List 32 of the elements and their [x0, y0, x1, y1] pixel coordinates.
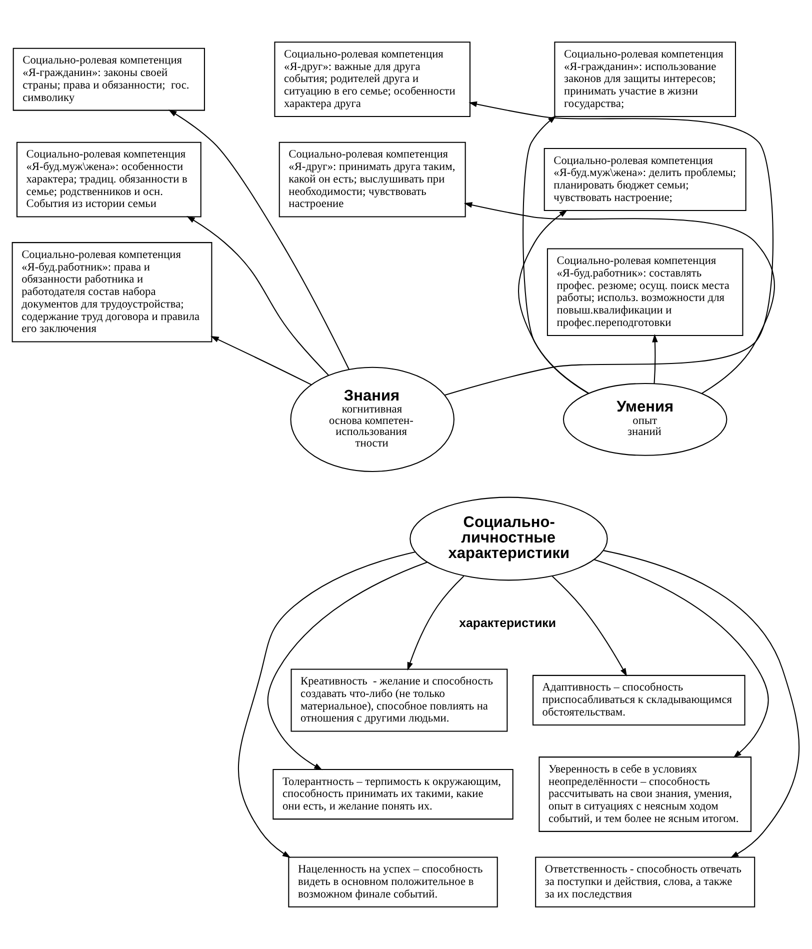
- node-box: Креативность - желание и способность создавать что-либо (не только материальное), способное повлиять на отношения с другими людьми.: [290, 668, 508, 732]
- arrow: [210, 336, 312, 386]
- arrow: [186, 216, 329, 376]
- node-box: Социально-ролевая компетенция «Я-друг»: принимать друга таким, какой он есть; выслушивать при необходимости; чувствовать настроение: [278, 142, 466, 218]
- node-ellipse: Социально- личностные характеристики: [410, 496, 608, 581]
- node-box: Социально-ролевая компетенция «Я-друг»: важные для друга события; родителей друга и ситуацию в его семье; особенности характера друга: [274, 42, 470, 118]
- node-ellipse: Знания когнитивная основа компетен- использования тности: [290, 366, 454, 472]
- node-box: Адаптивность – способность приспосабливаться к складывающимся обстоятельствам.: [532, 674, 746, 726]
- arrow: [604, 550, 800, 858]
- label: характеристики: [459, 616, 556, 630]
- arrow: [444, 101, 774, 396]
- node-box: Толерантность – терпимость к окружающим, способность принимать их такими, какие они есть, и желание понять их.: [272, 768, 514, 820]
- node-box: Нацеленность на успех – способность видеть в основном положительное в возможном финале событий.: [288, 856, 498, 908]
- node-box: Социально-ролевая компетенция «Я-буд.муж\жена»: особенности характера; традиц. обязанности в семье; родственников и осн. События из истории семьи: [16, 142, 202, 218]
- arrow: [522, 116, 590, 394]
- arrow: [652, 334, 658, 384]
- arrow: [464, 202, 775, 394]
- node-box: Социально-ролевая компетенция «Я-буд.работник»: составлять профес. резюме; осущ. поиск места работы; использ. возможности для повыш.квалификации и профес.переподготовки: [546, 248, 744, 336]
- arrow: [267, 562, 428, 770]
- arrow: [407, 576, 464, 671]
- node-box: Социально-ролевая компетенция «Я-гражданин»: использование законов для защиты интересов; принимать участие в жизни государства;: [554, 42, 736, 118]
- node-box: Социально-ролевая компетенция «Я-буд.работник»: права и обязанности работника и работодателя состав набора документов для трудоустройства; содержание труд договора и правила его заключения: [12, 242, 212, 342]
- node-box: Социально-ролевая компетенция «Я-буд.муж\жена»: делить проблемы; планировать бюджет семьи; чувствовать настроение;: [544, 148, 746, 212]
- node-ellipse: Умения опыт знаний: [562, 382, 728, 456]
- arrow: [594, 559, 769, 758]
- arrow: [168, 110, 350, 370]
- arrow: [552, 576, 628, 676]
- node-box: Ответственность - способность отвечать за поступки и действия, слова, а также за их последствия: [535, 856, 756, 908]
- arrow: [238, 551, 416, 858]
- node-box: Социально-ролевая компетенция «Я-гражданин»: законы своей страны; права и обязанности; гос. символику: [12, 48, 205, 111]
- arrow: [518, 210, 589, 394]
- node-box: Уверенность в себе в условиях неопределённости – способность рассчитывать на свои знания, умения, опыт в ситуациях с неясным ходом событий, и тем более не ясным итогом.: [538, 756, 752, 832]
